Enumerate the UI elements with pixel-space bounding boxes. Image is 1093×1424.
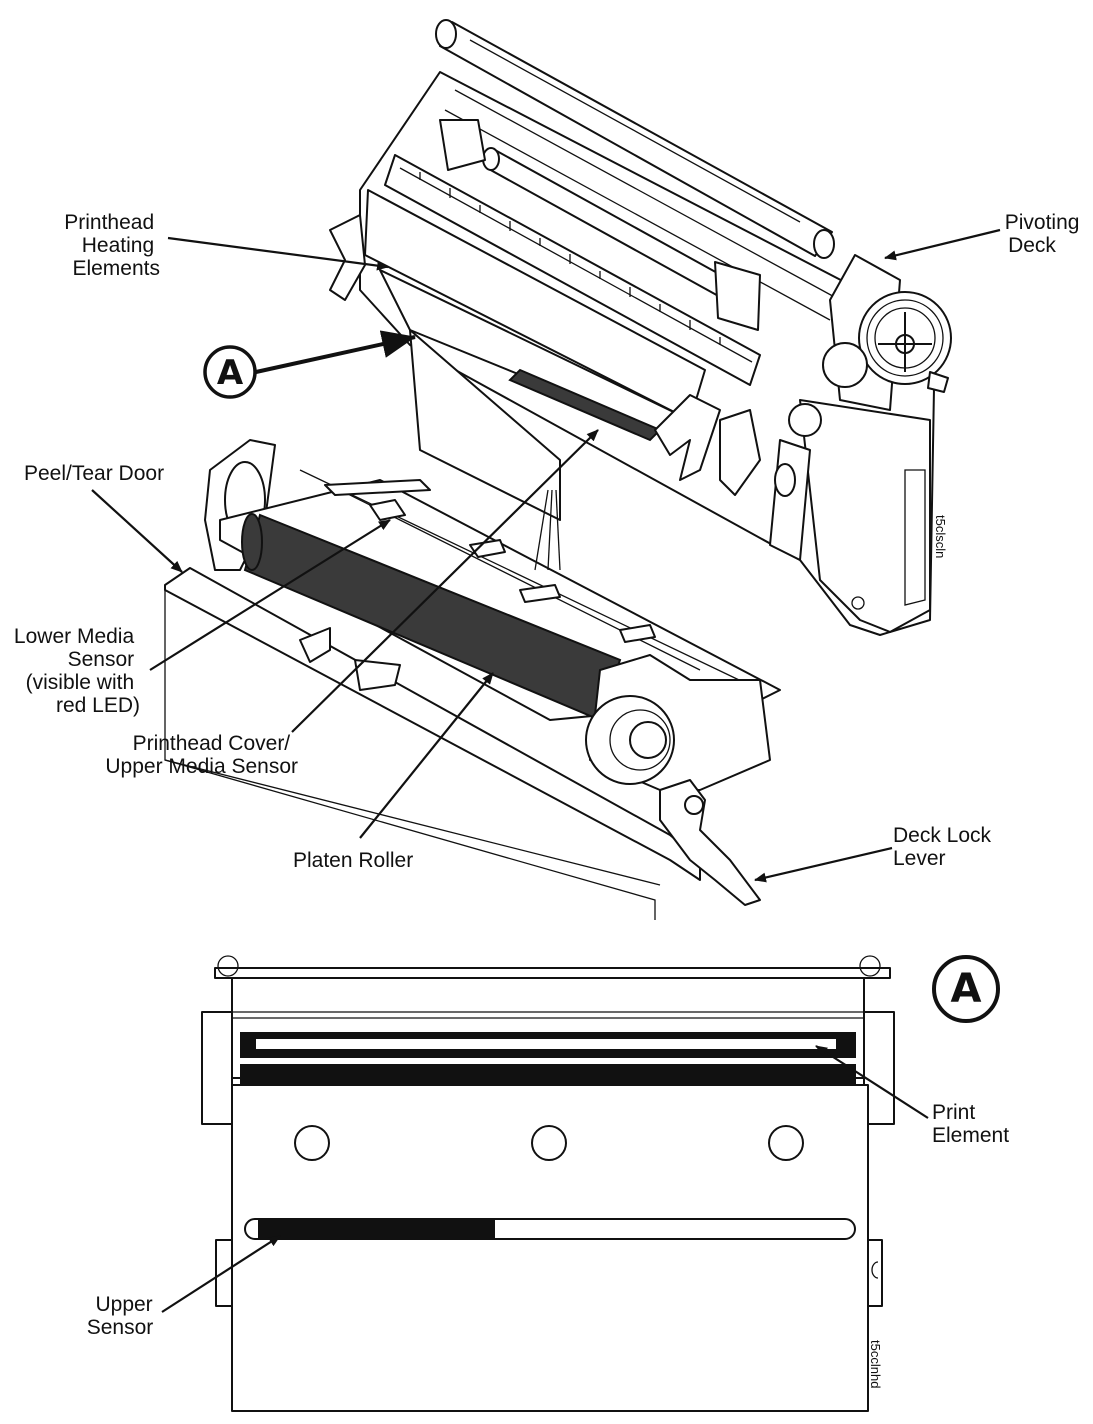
- leader-print-element: [815, 1045, 929, 1119]
- svg-text:A: A: [951, 966, 982, 1012]
- detail-a-marker-bottom: A: [932, 955, 1000, 1023]
- figure-code-bottom: t5cclnhd: [868, 1340, 883, 1388]
- leader-printhead-cover: [291, 429, 599, 733]
- printhead-detail-view: A t5cclnhd: [161, 955, 1000, 1412]
- label-printhead-cover: Printhead Cover/ Upper Media Sensor: [105, 732, 298, 778]
- upper-sensor-bar: [244, 1218, 856, 1240]
- printer-mechanism-illustration: A t5clscln: [91, 19, 1001, 920]
- leader-upper-sensor: [161, 1235, 281, 1313]
- deck-gear-knob: [788, 254, 952, 437]
- label-platen-roller: Platen Roller: [293, 849, 413, 872]
- svg-text:A: A: [217, 353, 244, 393]
- leader-printhead-heating-elements: [167, 236, 389, 271]
- label-pivoting-deck: Pivoting Deck: [1005, 211, 1086, 257]
- label-lower-media-sensor: Lower Media Sensor (visible with red LED…: [14, 625, 140, 717]
- pivoting-deck-body: [329, 71, 936, 636]
- label-upper-sensor: Upper Sensor: [87, 1293, 159, 1339]
- leader-pivoting-deck: [884, 228, 1001, 261]
- label-deck-lock-lever: Deck Lock Lever: [893, 824, 997, 870]
- label-peel-tear-door: Peel/Tear Door: [24, 462, 164, 485]
- figure-code-top: t5clscln: [933, 515, 948, 558]
- deck-ruler: [399, 167, 753, 363]
- deck-top-roller: [435, 19, 835, 259]
- label-printhead-heating-elements: Printhead Heating Elements: [64, 211, 160, 280]
- leader-detail-a: [255, 330, 416, 374]
- lower-frame: [164, 439, 781, 920]
- leader-platen-roller: [359, 672, 494, 839]
- leader-lower-media-sensor: [149, 519, 391, 671]
- leader-peel-tear-door: [91, 489, 183, 573]
- leader-deck-lock-lever: [754, 846, 893, 883]
- label-print-element: Print Element: [932, 1101, 1009, 1147]
- detail-a-marker-top: A: [203, 345, 257, 399]
